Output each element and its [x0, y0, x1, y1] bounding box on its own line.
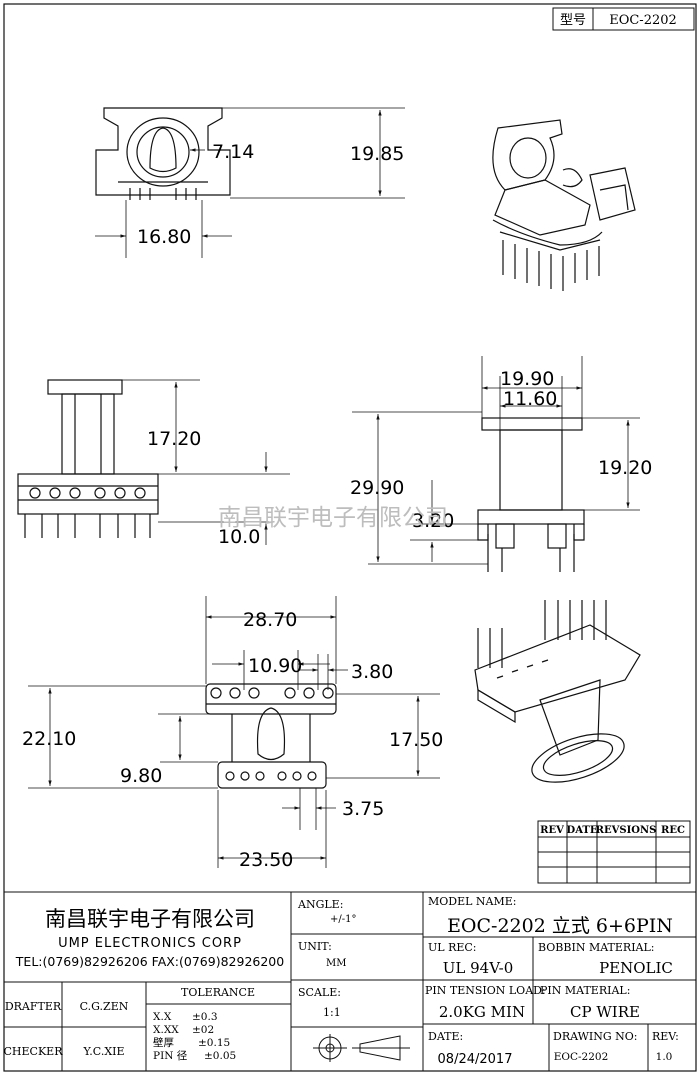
bobbin-material-label: BOBBIN MATERIAL:	[538, 941, 655, 954]
dim-front-top-width: 19.90	[500, 368, 554, 390]
dim-top-height: 19.85	[350, 143, 404, 165]
angle-value: +/-1°	[330, 914, 357, 925]
header-model-value: EOC-2202	[609, 13, 677, 28]
tolerance-key-2: X.XX	[153, 1024, 179, 1036]
tolerance-val-4: ±0.05	[204, 1050, 236, 1062]
dim-front-body-height: 19.20	[598, 457, 652, 479]
dim-front-inner-width: 11.60	[503, 388, 557, 410]
tolerance-val-2: ±02	[192, 1024, 214, 1036]
checker-label: CHECKER	[4, 1045, 64, 1058]
bobbin-material-value: PENOLIC	[599, 959, 673, 977]
dim-bottom-pin-pitch: 3.80	[351, 661, 393, 683]
header-model-box: 型号 EOC-2202	[552, 7, 695, 31]
date-value: 08/24/2017	[438, 1052, 513, 1067]
dim-side-height: 17.20	[147, 428, 201, 450]
projection-symbol	[313, 1034, 410, 1062]
front-view-dimensions	[352, 356, 640, 565]
ul-rec-label: UL REC:	[428, 941, 477, 954]
drafter-value: C.G.ZEN	[80, 1000, 129, 1013]
date-label: DATE:	[428, 1030, 463, 1043]
company-name-en: UMP ELECTRONICS CORP	[58, 936, 242, 951]
iso-view-bobbin-2	[474, 600, 641, 783]
dim-front-total-height: 29.90	[350, 477, 404, 499]
unit-label: UNIT:	[298, 940, 332, 953]
tolerance-label: TOLERANCE	[181, 986, 255, 999]
bottom-view-dimensions	[28, 596, 440, 868]
drafter-label: DRAFTER	[5, 1000, 62, 1013]
front-view-drawing	[477, 417, 585, 572]
side-view-drawing	[17, 379, 159, 538]
dim-bottom-offset: 9.80	[120, 765, 162, 787]
drawing-no-value: EOC-2202	[554, 1051, 609, 1063]
tolerance-val-1: ±0.3	[192, 1011, 218, 1023]
tolerance-val-3: ±0.15	[198, 1037, 230, 1049]
dim-bottom-base-width: 23.50	[239, 849, 293, 871]
watermark: 南昌联宇电子有限公司	[218, 505, 448, 531]
dim-bottom-total-height: 22.10	[22, 728, 76, 750]
pin-tension-value: 2.0KG MIN	[439, 1003, 525, 1021]
dim-bottom-pin-pitch-small: 3.75	[342, 798, 384, 820]
dim-bottom-body-height: 17.50	[389, 729, 443, 751]
company-name-cn: 南昌联宇电子有限公司	[45, 907, 255, 931]
dim-bottom-inner-width: 10.90	[248, 655, 302, 677]
model-name-value: EOC-2202 立式 6+6PIN	[447, 915, 673, 937]
scale-value: 1:1	[323, 1006, 341, 1019]
top-view-drawing	[95, 107, 231, 200]
unit-value: MM	[326, 958, 346, 969]
ul-rec-value: UL 94V-0	[443, 959, 514, 977]
revision-table	[537, 820, 691, 884]
header-model-label: 型号	[560, 13, 586, 28]
tolerance-key-1: X.X	[153, 1011, 172, 1023]
dim-side-pin-length: 10.0	[218, 526, 260, 548]
tolerance-key-3: 壁厚	[153, 1036, 174, 1049]
rev-header-rec: REC	[661, 825, 685, 836]
angle-label: ANGLE:	[297, 898, 343, 911]
side-view-dimensions	[122, 379, 290, 545]
dim-bottom-total-width: 28.70	[243, 609, 297, 631]
iso-view-bobbin-1	[492, 119, 636, 291]
bottom-view-drawing	[205, 683, 337, 789]
rev-header-rev: REV	[540, 825, 564, 836]
tolerance-key-4: PIN 径	[153, 1049, 188, 1062]
title-block-grid	[4, 891, 696, 1071]
pin-tension-label: PIN TENSION LOAD:	[425, 984, 546, 997]
rev-label: REV:	[652, 1030, 679, 1043]
drawing-no-label: DRAWING NO:	[553, 1030, 638, 1043]
rev-header-date: DATE	[567, 825, 598, 836]
top-view-dimensions	[95, 107, 405, 258]
rev-value: 1.0	[656, 1051, 673, 1063]
company-contact: TEL:(0769)82926206 FAX:(0769)82926200	[15, 954, 284, 969]
dim-top-width: 16.80	[137, 226, 191, 248]
rev-header-revsions: REVSIONS	[596, 825, 657, 836]
model-name-label: MODEL NAME:	[428, 895, 517, 908]
pin-material-value: CP WIRE	[570, 1003, 640, 1021]
checker-value: Y.C.XIE	[82, 1045, 124, 1058]
dim-top-inner-width: 7.14	[212, 141, 254, 163]
pin-material-label: PIN MATERIAL:	[540, 984, 630, 997]
dim-front-pin-height: 3.20	[412, 510, 454, 532]
scale-label: SCALE:	[298, 986, 341, 999]
